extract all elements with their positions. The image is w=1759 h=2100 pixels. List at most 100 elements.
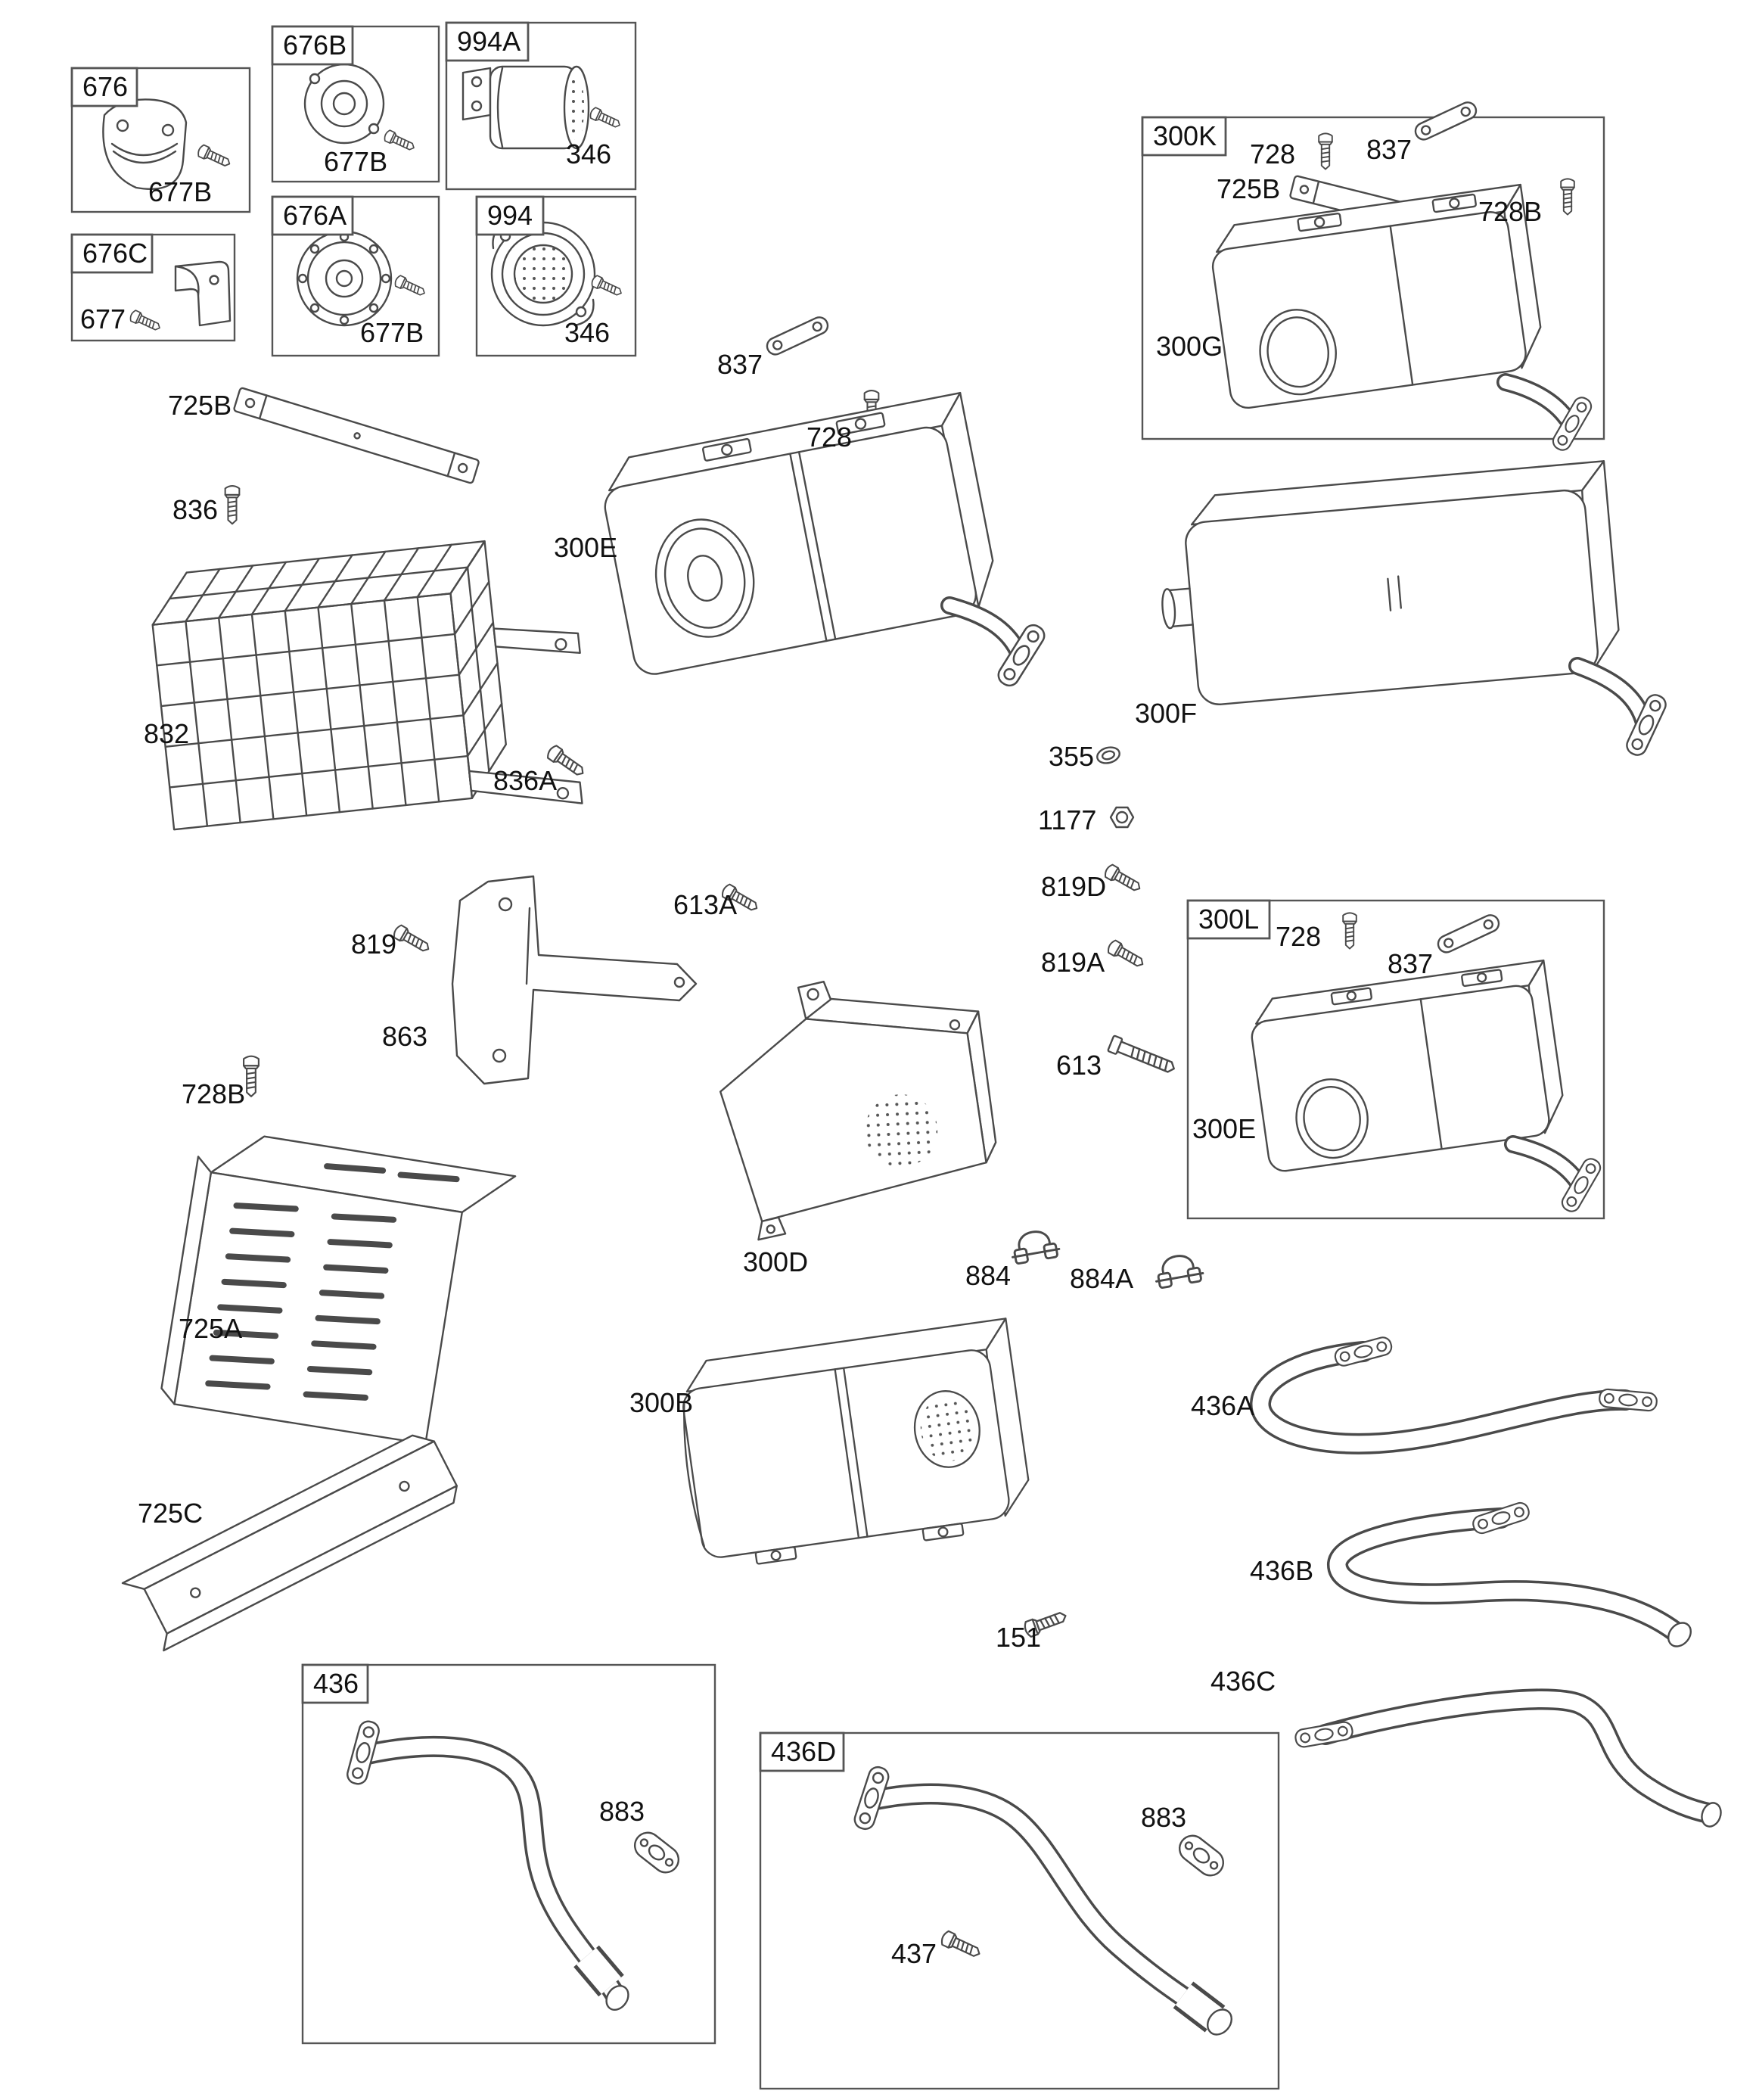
callout-300k-label: 300K — [1153, 120, 1217, 151]
callout-676c: 676C — [70, 233, 154, 274]
callout-300l-label: 300L — [1198, 904, 1259, 935]
muffler-guard-994a-drawing — [462, 65, 590, 150]
label-837: 837 — [717, 349, 763, 380]
label-677b-box676: 677B — [148, 176, 212, 207]
muffler-300b-drawing — [682, 1318, 1030, 1565]
label-728-300k: 728 — [1250, 138, 1295, 170]
callout-436-label: 436 — [313, 1668, 359, 1699]
box-300l — [1186, 899, 1605, 1220]
callout-436d-label: 436D — [771, 1736, 836, 1767]
box-994a — [445, 21, 637, 191]
muffler-guard-994-drawing — [490, 221, 596, 327]
callout-436d: 436D — [759, 1731, 845, 1772]
label-300b: 300B — [629, 1387, 693, 1418]
muffler-300g-drawing — [1211, 183, 1596, 454]
box-676b — [271, 25, 440, 183]
label-346-box994: 346 — [564, 317, 610, 348]
muffler-guard-cage-832-drawing — [151, 540, 583, 831]
label-437: 437 — [891, 1938, 937, 1969]
box-676a — [271, 195, 440, 357]
box-676 — [70, 67, 251, 213]
muffler-300f-drawing — [1161, 460, 1670, 759]
muffler-300e-300l-drawing — [1251, 959, 1605, 1215]
label-300e: 300E — [554, 532, 617, 563]
flange-677b-drawing — [303, 63, 385, 145]
label-677b-box676a: 677B — [360, 317, 424, 348]
exhaust-pipe-436a-drawing — [1250, 1334, 1658, 1454]
callout-676b-label: 676B — [283, 30, 347, 61]
label-725a: 725A — [179, 1313, 242, 1344]
box-994 — [475, 195, 637, 357]
exhaust-pipe-436c-drawing — [1293, 1688, 1722, 1828]
label-728-300l: 728 — [1276, 921, 1321, 952]
label-1177: 1177 — [1038, 804, 1096, 835]
label-836a: 836A — [493, 765, 557, 796]
heat-shield-725a-drawing — [160, 1135, 517, 1445]
label-677b-box676b: 677B — [324, 146, 387, 177]
label-883-436: 883 — [599, 1796, 645, 1827]
label-613a: 613A — [673, 889, 737, 920]
guard-plate-677b-drawing — [296, 230, 393, 327]
label-725b: 725B — [168, 390, 232, 421]
label-884: 884 — [965, 1260, 1011, 1291]
callout-676b: 676B — [271, 25, 354, 66]
box-436 — [301, 1663, 716, 2045]
callout-676a-label: 676A — [283, 200, 347, 231]
label-613: 613 — [1056, 1050, 1102, 1081]
label-725b-300k: 725B — [1217, 173, 1280, 204]
callout-300l: 300L — [1186, 899, 1271, 940]
label-863: 863 — [382, 1021, 427, 1052]
label-151: 151 — [996, 1622, 1041, 1653]
label-300f: 300F — [1135, 698, 1197, 729]
label-436a: 436A — [1191, 1390, 1254, 1421]
heat-shield-strip-725b-drawing — [233, 387, 480, 484]
label-728b-300k: 728B — [1478, 196, 1542, 227]
elbow-677-drawing — [174, 260, 232, 327]
callout-994a: 994A — [445, 21, 530, 62]
box-300k — [1141, 116, 1605, 440]
part-labels: 677B 677 677B 677B 346 346 725B 836 832 … — [80, 134, 1542, 1969]
label-819: 819 — [351, 929, 396, 960]
muffler-300d-drawing — [719, 980, 997, 1241]
callout-994-label: 994 — [487, 200, 533, 231]
label-819a: 819A — [1041, 947, 1105, 978]
label-728b: 728B — [182, 1078, 245, 1109]
exhaust-pipe-436d-drawing — [851, 1763, 1232, 2036]
callout-994a-label: 994A — [457, 26, 521, 57]
label-300g: 300G — [1156, 331, 1223, 362]
label-819d: 819D — [1041, 871, 1106, 902]
label-355: 355 — [1049, 741, 1094, 772]
label-677: 677 — [80, 303, 126, 334]
callout-676c-label: 676C — [82, 238, 148, 269]
callout-300k: 300K — [1141, 116, 1227, 157]
callout-994: 994 — [475, 195, 545, 236]
bracket-863-drawing — [451, 875, 698, 1085]
label-836: 836 — [172, 494, 218, 525]
callout-676: 676 — [70, 67, 138, 107]
callout-436: 436 — [301, 1663, 369, 1704]
callout-676a: 676A — [271, 195, 354, 236]
label-837-300k: 837 — [1366, 134, 1412, 165]
label-725c: 725C — [138, 1498, 203, 1529]
bolt-728b — [243, 1055, 259, 1097]
muffler-300e-drawing — [604, 391, 1049, 690]
label-728: 728 — [806, 422, 852, 453]
nut-1177 — [1109, 806, 1135, 829]
label-832: 832 — [144, 718, 189, 749]
label-436b: 436B — [1250, 1555, 1313, 1586]
exhaust-pipe-436b-drawing — [1327, 1500, 1692, 1647]
heat-shield-725c-drawing — [121, 1434, 458, 1652]
label-883-436d: 883 — [1141, 1802, 1186, 1833]
label-837-300l: 837 — [1388, 948, 1433, 979]
label-884a: 884A — [1070, 1263, 1133, 1294]
label-300e-300l: 300E — [1192, 1113, 1256, 1144]
label-436c: 436C — [1210, 1666, 1276, 1697]
box-676c — [70, 233, 236, 342]
label-300d: 300D — [743, 1246, 808, 1277]
callout-676-label: 676 — [82, 71, 128, 102]
box-436d — [759, 1731, 1280, 2090]
exhaust-pipe-436-drawing — [344, 1718, 629, 2011]
deflector-677b-drawing — [102, 98, 188, 190]
